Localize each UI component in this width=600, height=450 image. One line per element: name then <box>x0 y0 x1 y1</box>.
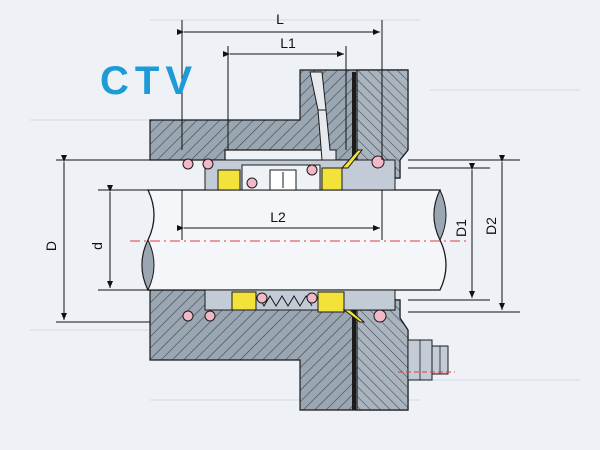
dimension-lines <box>56 20 520 323</box>
stationary-face-upper <box>321 167 343 191</box>
label-L1: L1 <box>280 35 296 51</box>
label-D2: D2 <box>483 217 499 235</box>
gasket-strip <box>352 72 356 168</box>
label-d: d <box>89 242 105 250</box>
label-D1: D1 <box>453 219 469 237</box>
upper-o-rings <box>182 155 385 189</box>
lower-gasket-strip <box>352 310 356 410</box>
rotating-face-lower <box>231 291 257 311</box>
spring <box>257 295 313 307</box>
shaft <box>130 189 470 292</box>
background-grid <box>30 19 580 401</box>
lower-seal-assembly <box>204 289 396 323</box>
lower-o-rings <box>182 292 387 323</box>
label-L: L <box>276 11 284 27</box>
rotating-face-upper <box>217 169 241 191</box>
gland-bolt <box>398 339 455 381</box>
ctv-logo: CTV <box>100 59 198 103</box>
label-D: D <box>43 241 59 251</box>
flush-port <box>309 71 337 161</box>
label-L2: L2 <box>270 209 286 225</box>
stationary-face-lower <box>317 291 345 313</box>
